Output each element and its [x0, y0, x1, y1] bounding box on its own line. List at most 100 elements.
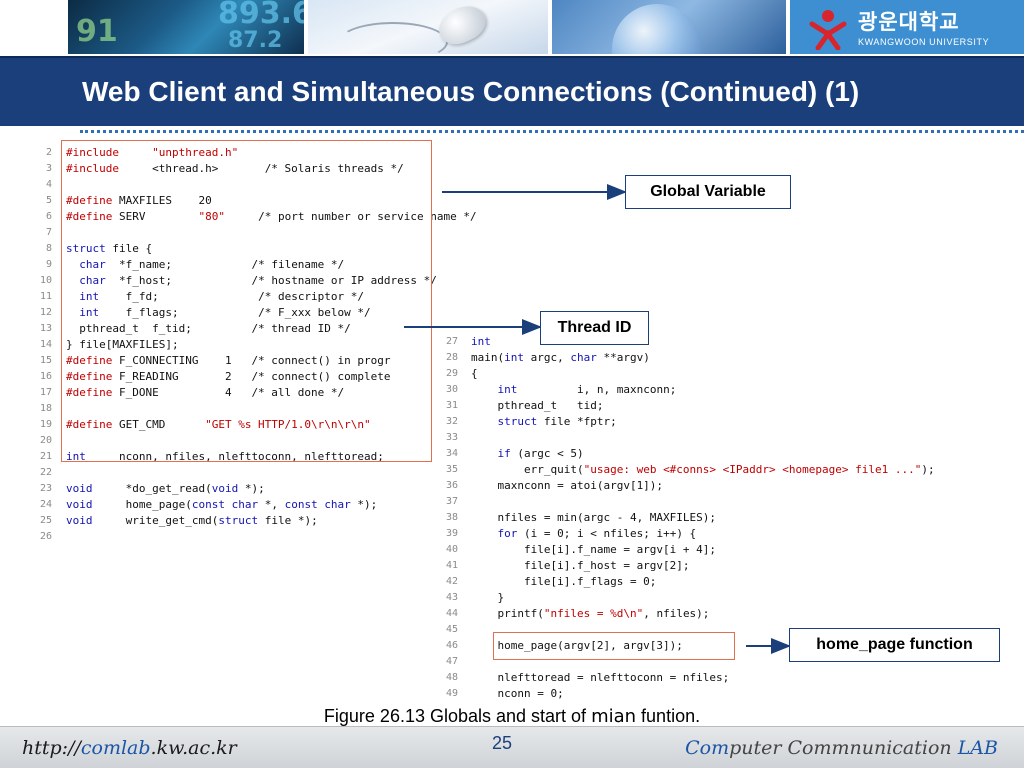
code-token: void: [66, 482, 93, 495]
header-banner: 91 893.6 87.2 광운대학교 KWANGWOON UNIVERSITY: [0, 0, 1024, 56]
code-token: err_quit(: [471, 463, 584, 476]
code-token: /* Solaris threads */: [264, 162, 404, 175]
code-line: void write_get_cmd(struct file *);: [66, 513, 318, 529]
code-line: for (i = 0; i < nfiles; i++) {: [471, 526, 697, 542]
line-number: 38: [445, 512, 458, 523]
code-token: /* thread ID */: [251, 322, 351, 335]
code-token: nfiles = min(argc - 4, MAXFILES);: [471, 511, 717, 524]
code-token: *);: [350, 498, 378, 511]
code-line: #define GET_CMD "GET %s HTTP/1.0\r\n\r\n…: [66, 417, 371, 433]
code-line: #include "unpthread.h": [66, 145, 238, 161]
line-number: 37: [445, 496, 458, 507]
code-token: /* connect() in progr: [251, 354, 391, 367]
line-number: 22: [39, 467, 52, 478]
code-line: struct file {: [66, 241, 152, 257]
code-token: GET_CMD: [112, 418, 206, 431]
mouse-cable: [338, 22, 448, 54]
home-page-function-callout: home_page function: [789, 628, 1000, 662]
global-variable-callout: Global Variable: [625, 175, 791, 209]
code-token: int: [79, 290, 100, 303]
line-number: 41: [445, 560, 458, 571]
footer-lab-middle: puter Commnunication: [729, 737, 958, 759]
line-number: 12: [39, 307, 52, 318]
code-token: [471, 383, 498, 396]
line-number: 29: [445, 368, 458, 379]
code-token: if: [497, 447, 511, 460]
code-line: char *f_name; /* filename */: [66, 257, 344, 273]
code-token: file[i].f_host = argv[2];: [471, 559, 690, 572]
line-number: 30: [445, 384, 458, 395]
line-number: 35: [445, 464, 458, 475]
footer-url-scheme: http://: [22, 737, 81, 759]
code-token: (i = 0; i < nfiles; i++) {: [517, 527, 697, 540]
line-number: 10: [39, 275, 52, 286]
code-token: struct: [497, 415, 538, 428]
code-line: pthread_t tid;: [471, 398, 603, 414]
code-token: nconn = 0;: [471, 687, 564, 700]
line-number: 11: [39, 291, 52, 302]
code-token: #include: [66, 162, 119, 175]
line-number: 5: [45, 195, 52, 206]
footer-lab-prefix: Com: [685, 737, 730, 759]
figure-caption: Figure 26.13 Globals and start of mian f…: [0, 706, 1024, 727]
code-token: /* hostname or IP address */: [251, 274, 437, 287]
thread-id-callout: Thread ID: [540, 311, 649, 345]
caption-function-name: mian: [591, 706, 637, 727]
line-number: 32: [445, 416, 458, 427]
code-token: write_get_cmd(: [92, 514, 219, 527]
code-line: int f_flags; /* F_xxx below */: [66, 305, 370, 321]
code-line: }: [471, 590, 504, 606]
code-token: F_CONNECTING 1: [112, 354, 252, 367]
code-line: nfiles = min(argc - 4, MAXFILES);: [471, 510, 716, 526]
code-token: home_page(argv[2], argv[3]);: [471, 639, 683, 652]
code-line: int i, n, maxnconn;: [471, 382, 677, 398]
code-token: struct: [218, 514, 259, 527]
code-line: #define F_READING 2 /* connect() complet…: [66, 369, 391, 385]
code-token: argc,: [524, 351, 571, 364]
code-token: "nfiles = %d\n": [543, 607, 644, 620]
line-number: 31: [445, 400, 458, 411]
code-line: file[i].f_host = argv[2];: [471, 558, 690, 574]
line-number: 2: [45, 147, 52, 158]
code-token: } file[MAXFILES];: [66, 338, 179, 351]
code-line: nlefttoread = nlefttoconn = nfiles;: [471, 670, 729, 686]
code-line: if (argc < 5): [471, 446, 584, 462]
code-token: void: [66, 498, 93, 511]
code-token: [471, 527, 498, 540]
line-number: 44: [445, 608, 458, 619]
line-number: 45: [445, 624, 458, 635]
footer-lab-name: Computer Commnunication LAB: [685, 737, 998, 759]
code-token: pthread_t f_tid;: [66, 322, 252, 335]
globals-highlight-box: [61, 140, 432, 462]
code-token: file[i].f_flags = 0;: [471, 575, 657, 588]
code-token: file[i].f_name = argv[i + 4];: [471, 543, 717, 556]
globe-icon: [612, 4, 702, 54]
code-line: int: [471, 334, 491, 350]
code-line: file[i].f_flags = 0;: [471, 574, 656, 590]
code-token: #define: [66, 354, 113, 367]
code-token: int: [79, 306, 100, 319]
line-number: 15: [39, 355, 52, 366]
code-token: f_fd;: [99, 290, 259, 303]
code-token: /* port number or service name */: [258, 210, 477, 223]
code-token: "unpthread.h": [152, 146, 239, 159]
caption-text-end: funtion.: [636, 706, 701, 726]
page-number: 25: [492, 733, 513, 753]
code-token: (argc < 5): [510, 447, 584, 460]
code-token: char: [79, 258, 106, 271]
code-token: char: [79, 274, 106, 287]
code-token: F_DONE 4: [112, 386, 252, 399]
logo-english-name: KWANGWOON UNIVERSITY: [858, 37, 990, 47]
line-number: 21: [39, 451, 52, 462]
code-line: void home_page(const char *, const char …: [66, 497, 377, 513]
code-token: *do_get_read(: [92, 482, 212, 495]
stock-ticker-photo: 91 893.6 87.2: [68, 0, 304, 54]
line-number: 19: [39, 419, 52, 430]
line-number: 14: [39, 339, 52, 350]
code-token: #define: [66, 418, 113, 431]
code-token: **argv): [596, 351, 650, 364]
line-number: 40: [445, 544, 458, 555]
code-token: , nfiles);: [643, 607, 710, 620]
stock-number: 87.2: [228, 28, 283, 53]
code-token: int: [504, 351, 524, 364]
